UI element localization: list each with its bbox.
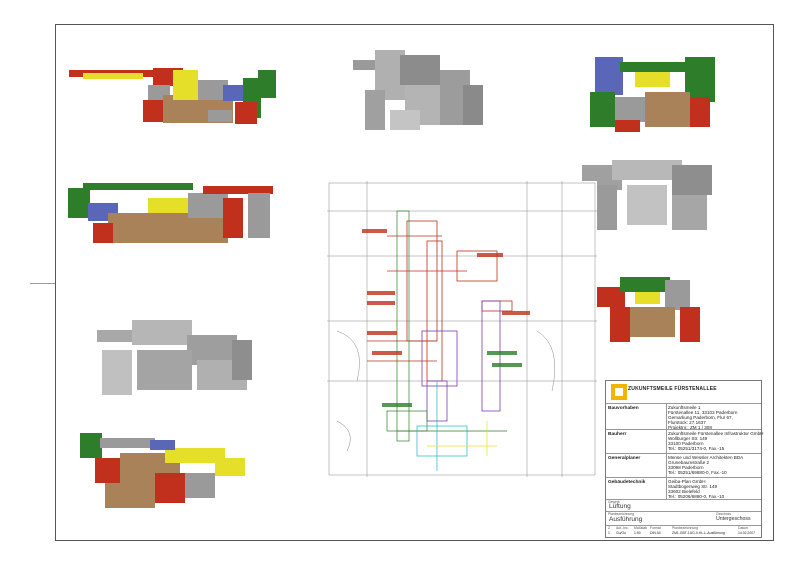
bauvorhaben-line: Zukunftsmeile 1 [668,405,701,410]
bauvorhaben-line: Projektnr.: ZM 1 / 308 [668,425,712,430]
iso-view-color-5 [75,428,250,520]
bauherr-label: Bauherr [608,432,627,437]
iso-view-color-4 [590,262,708,350]
bauherr-line: 33100 Paderborn [668,441,704,446]
bauvorhaben-label: Bauvorhaben [608,406,639,411]
logo-icon [611,384,627,400]
footer-header: Auf.-Inc. [616,526,629,530]
generalplaner-line: Mense und Wessler Architekten BDA [668,455,744,460]
geschoss-value: Untergeschoss [716,516,751,522]
gebaeudetechnik-line: 33602 Bielefeld [668,489,700,494]
divider [666,404,667,430]
fold-mark-left [30,283,55,284]
logo-text: ZUKUNFTSMEILE FÜRSTENALLEE [628,386,717,392]
row-gewerk: Gewerk Lüftung [606,499,761,512]
row-footer: Z Auf.-Inc. Maßstab Format Planbezeichnu… [606,525,761,538]
divider [666,430,667,454]
sheet-border [55,24,774,541]
bauherr-line: Tel.: 05251/3174-0, Fax.-15 [668,446,725,451]
row-planstand: Planbezeichnung Ausführung Geschoss Unte… [606,511,761,526]
footer-value: 1 [608,531,610,535]
row-bauvorhaben: Bauvorhaben Zukunftsmeile 1 Fürstenallee… [606,403,761,430]
iso-view-grey-3 [92,310,260,402]
generalplaner-label: Generalplaner [608,456,641,461]
planstand-value: Ausführung [609,516,643,523]
bauvorhaben-line: Gemarkung Paderborn, Flur 67, [668,415,733,420]
bauvorhaben-line: Fürstenallee 11, 33102 Paderborn [668,410,738,415]
gebaeudetechnik-line: Tel.: 05206/6880-0, Fax.-10 [668,494,725,499]
row-bauherr: Bauherr Zukunftsmeile Fürstenallee Infra… [606,429,764,454]
footer-value: 14.02.2007 [738,531,755,535]
footer-header: Datum [738,526,748,530]
footer-value: DIN A0 [650,531,661,535]
generalplaner-line: 33098 Paderborn [668,465,704,470]
iso-view-color-1 [63,40,287,133]
footer-header: Maßstab [634,526,648,530]
footer-header: Z [608,526,611,530]
footer-value: Gu/Gu [616,531,626,535]
iso-view-grey-1 [345,40,495,140]
generalplaner-line: Grunebaumstraße 2 [668,460,710,465]
generalplaner-line: Tel.: 05251/69880-0, Fax.-10 [668,470,727,475]
planstand-label: Planbezeichnung [608,512,635,516]
row-gebaeudetechnik: Gebäudetechnik Geiba-Plan GmbH Stadtboge… [606,477,761,500]
geschoss-label: Geschoss [716,512,732,516]
bauvorhaben-line: Flurstück: 27,1637 [668,420,706,425]
divider [666,478,667,500]
floor-plan [327,181,597,477]
bauherr-line: Wollburger Str. 149 [668,436,708,441]
row-generalplaner: Generalplaner Mense und Wessler Architek… [606,453,761,478]
iso-view-color-3 [63,178,283,256]
title-block-logo: ZUKUNFTSMEILE FÜRSTENALLEE [606,381,761,403]
gebaeudetechnik-line: Stadtbogenweg Str. 149 [668,484,718,489]
iso-view-color-2 [575,42,727,138]
gebaeudetechnik-line: Geiba-Plan GmbH [668,479,706,484]
bauherr-line: Zukunftsmeile Fürstenallee Infrastruktur… [668,431,764,436]
gewerk-label: Gewerk [608,500,620,504]
footer-value: ZM1-GBT-1UG-0-HL-L-Ausführung [672,531,725,535]
divider [666,454,667,478]
title-block: ZUKUNFTSMEILE FÜRSTENALLEE Bauvorhaben Z… [605,380,764,538]
footer-header: Planbezeichnung [672,526,699,530]
gebaeudetechnik-label: Gebäudetechnik [608,480,646,485]
footer-value: 1:50 [634,531,641,535]
gewerk-value: Lüftung [609,503,631,510]
footer-header: Format [650,526,661,530]
iso-view-grey-2 [577,155,727,240]
